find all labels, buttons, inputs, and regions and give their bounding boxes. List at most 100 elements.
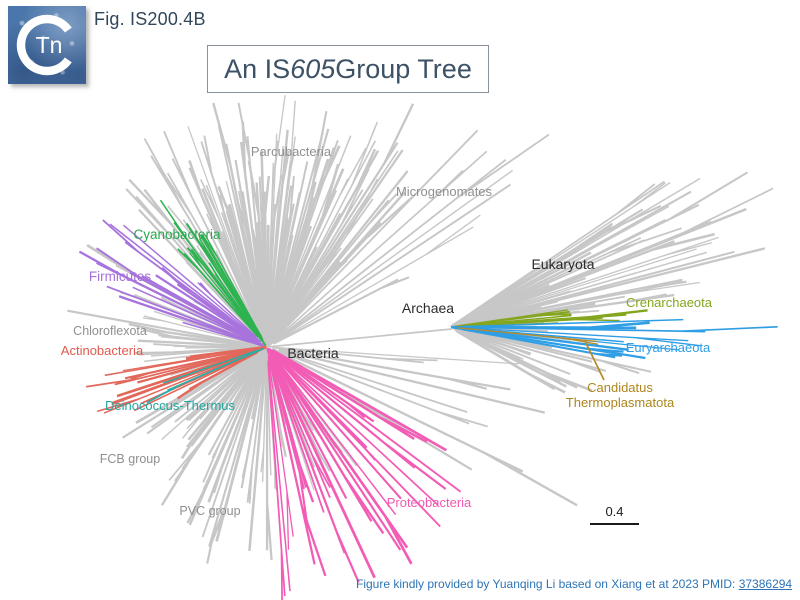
- tree-label-proteobacteria: Proteobacteria: [387, 495, 472, 510]
- tree-branch: [163, 349, 258, 384]
- tree-branch: [138, 208, 260, 340]
- tree-branch: [185, 351, 263, 422]
- tree-branch: [272, 356, 402, 551]
- clade-microgenomates: [266, 103, 415, 347]
- tree-branch: [274, 133, 550, 342]
- tree-branch: [272, 348, 488, 428]
- tree-branch: [267, 351, 376, 579]
- tree-branch: [271, 346, 520, 365]
- clade-southeast-long-gray: [271, 346, 578, 507]
- tree-label-cyanobacteria: Cyanobacteria: [133, 227, 221, 242]
- tree-branch: [265, 129, 290, 346]
- tree-branch: [273, 356, 413, 565]
- clade-deinococcus-thermus: [146, 347, 265, 404]
- tree-branch: [137, 349, 253, 384]
- tree-branch: [176, 350, 259, 400]
- tree-branch: [270, 354, 348, 499]
- tree-branch: [274, 103, 415, 336]
- candidatus-pointer: [584, 340, 605, 381]
- tree-branch: [177, 248, 260, 338]
- tree-branch: [159, 199, 258, 335]
- tree-branch: [460, 236, 719, 325]
- tree-branch: [142, 315, 251, 344]
- tree-branch: [202, 346, 268, 491]
- tree-branch: [275, 214, 481, 343]
- clade-northeast-long-gray: [267, 129, 550, 347]
- tree-branch: [109, 223, 256, 339]
- tree-branch: [267, 169, 514, 347]
- clade-pvc-group: [160, 346, 277, 564]
- tree-branch: [273, 276, 410, 345]
- clade-parcubacteria: [187, 95, 302, 347]
- tree-branch: [163, 130, 265, 341]
- tree-branch: [128, 322, 263, 348]
- tree-label-fcb-group: FCB group: [100, 452, 160, 466]
- tree-branch: [269, 148, 380, 342]
- clade-eukaryota: [450, 171, 774, 328]
- logo-tn-text: Tn: [36, 32, 63, 58]
- tree-branch: [277, 351, 578, 507]
- title-prefix: An IS: [224, 53, 291, 84]
- tree-branch: [132, 286, 254, 342]
- tree-label-firmicutes: Firmicutes: [89, 269, 152, 284]
- tree-branch: [197, 282, 257, 338]
- tree-branch: [207, 359, 261, 456]
- tree-label-pvc-group: PVC group: [179, 504, 240, 518]
- tree-branch: [187, 126, 264, 337]
- clade-firmicutes: [78, 219, 266, 348]
- tree-branch: [185, 345, 267, 360]
- bacteria-archaea-connector: [266, 328, 453, 348]
- tree-branch: [462, 329, 607, 373]
- tree-branch: [241, 191, 266, 332]
- tree-branch: [207, 352, 267, 503]
- tree-branch: [102, 219, 260, 342]
- tree-branch: [458, 326, 629, 351]
- tree-label-candidatus: Candidatus: [587, 380, 653, 395]
- logo-c-ring: [16, 14, 72, 76]
- tree-branch: [268, 358, 327, 577]
- tree-label-bacteria: Bacteria: [287, 345, 339, 361]
- tree-label-parcubacteria: Parcubacteria: [251, 144, 332, 159]
- tree-branch: [265, 352, 273, 561]
- tree-branch: [464, 327, 701, 347]
- ctn-logo-graphic: Tn: [16, 14, 72, 76]
- tree-branch: [463, 310, 572, 327]
- tree-label-archaea: Archaea: [402, 300, 454, 316]
- tree-branch: [268, 347, 462, 493]
- tree-branch: [266, 189, 338, 347]
- tree-branch: [451, 326, 571, 376]
- tree-branch: [268, 347, 447, 490]
- tree-branch: [137, 339, 263, 349]
- tree-branch: [272, 356, 385, 535]
- tree-label-actinobacteria: Actinobacteria: [61, 343, 144, 358]
- tree-branch: [460, 325, 778, 333]
- title-suffix: Group Tree: [335, 53, 472, 84]
- clade-proteobacteria: [266, 347, 462, 600]
- pmid-link[interactable]: 37386294: [738, 577, 793, 591]
- tree-branch: [460, 251, 707, 325]
- tree-branch: [271, 360, 360, 583]
- tree-branch: [270, 178, 379, 342]
- tree-branch: [267, 129, 479, 347]
- tree-branch: [267, 348, 397, 516]
- tree-branch: [267, 363, 286, 600]
- tree-branch: [78, 250, 261, 345]
- tree-branch: [274, 183, 512, 343]
- tree-branch: [462, 328, 652, 375]
- tree-branch: [274, 354, 441, 528]
- tree-branch: [168, 351, 265, 481]
- tree-branch: [174, 348, 265, 423]
- tree-branch: [451, 177, 701, 327]
- tree-branch: [456, 328, 532, 356]
- tree-branch: [454, 171, 749, 326]
- tree-branch: [276, 149, 404, 334]
- scale-bar-value: 0.4: [605, 504, 623, 519]
- tree-branch: [274, 196, 413, 339]
- tree-branch: [260, 356, 268, 483]
- tree-branch: [275, 150, 488, 340]
- figure-credit-caption: Figure kindly provided by Yuanqing Li ba…: [356, 577, 792, 591]
- tree-branch: [278, 348, 546, 414]
- tree-branch: [278, 347, 511, 391]
